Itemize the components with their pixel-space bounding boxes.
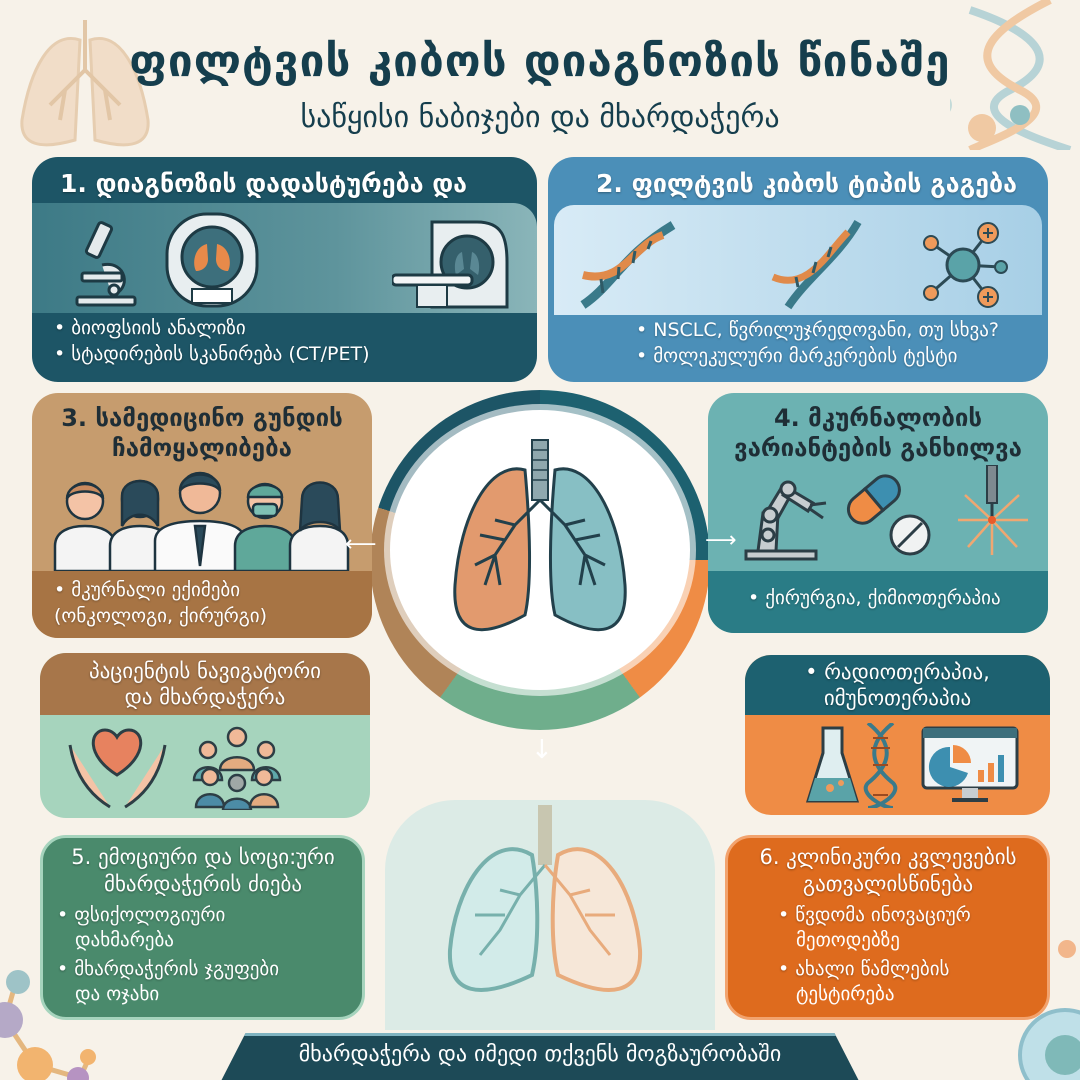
- panel-emotional-title-line1: 5. ემოციური და სოცი:ური: [71, 845, 335, 869]
- dna-decoration-icon: [950, 0, 1080, 150]
- microscope-icon: [72, 215, 142, 310]
- dna-icon: [863, 723, 898, 808]
- bullet-innovative-access: წვდომა ინოვაციურ მეთოდებზე: [778, 902, 971, 952]
- ct-scanner-icon: [392, 217, 512, 312]
- analytics-monitor-icon: [920, 725, 1020, 805]
- bullet-new-drug-testing: ახალი წამლების ტესტირება: [778, 956, 971, 1006]
- lungs-icon: [440, 435, 640, 655]
- panel-cancer-type-title: 2. ფილტვის კიბოს ტიპის გაგება: [596, 169, 1017, 198]
- panel-treatment-title-line2: ვარიანტების განხილვა: [734, 434, 1022, 462]
- arrow-left-icon: ⟵: [345, 532, 377, 557]
- arrow-right-icon: ⟶: [705, 528, 737, 553]
- panel-emotional-title: 5. ემოციური და სოცი:ური მხარდაჭერის ძიებ…: [43, 844, 362, 898]
- panel-emotional-title-line2: მხარდაჭერის ძიება: [103, 872, 302, 896]
- panel-emotional-bullets: ფსიქოლოგიური დახმარება მხარდაჭერის ჯგუფე…: [57, 902, 279, 1006]
- bullet-molecular-markers: მოლეკულური მარკერების ტესტი: [636, 343, 999, 369]
- panel-medical-team-bullet-area: მკურნალი ექიმები (ონკოლოგი, ქირურგი): [32, 571, 372, 638]
- flask-icon: [805, 723, 860, 808]
- panel-treatment-title-line1: 4. მკურნალობის: [773, 404, 983, 432]
- panel-navigator-title: პაციენტის ნავიგატორი და მხარდაჭერა: [40, 653, 370, 710]
- footer-banner: [220, 1033, 860, 1080]
- panel-diagnosis: 1. დიაგნოზის დადასტურება და ბიოფსიის ანა…: [32, 157, 537, 382]
- cell-dot: [1058, 940, 1076, 958]
- molecule-decoration-icon: [0, 960, 110, 1080]
- panel-navigator-header: პაციენტის ნავიგატორი და მხარდაჭერა: [40, 653, 370, 715]
- bullet-biopsy: ბიოფსიის ანალიზი: [54, 315, 370, 341]
- panel-navigator: პაციენტის ნავიგატორი და მხარდაჭერა: [40, 653, 370, 818]
- bullet-nsclc: NSCLC, წვრილუჯრედოვანი, თუ სხვა?: [636, 317, 999, 343]
- panel-clinical-bullets: წვდომა ინოვაციურ მეთოდებზე ახალი წამლები…: [778, 902, 971, 1006]
- panel-navigator-title-line1: პაციენტის ნავიგატორი: [88, 659, 322, 683]
- panel-treatment-title: 4. მკურნალობის ვარიანტების განხილვა: [708, 403, 1048, 463]
- panel-clinical-title: 6. კლინიკური კვლევების გათვალისწინება: [728, 844, 1047, 898]
- panel-clinical-title-line2: გათვალისწინება: [802, 872, 974, 896]
- panel-navigator-title-line2: და მხარდაჭერა: [124, 685, 286, 709]
- panel-clinical-trials: 6. კლინიკური კვლევების გათვალისწინება წვ…: [725, 835, 1050, 1020]
- panel-diagnosis-title: 1. დიაგნოზის დადასტურება და: [60, 169, 467, 198]
- bullet-immunotherapy: იმუნოთერაპია: [823, 686, 972, 710]
- panel-medical-team-title-line2: ჩამოყალიბება: [112, 434, 292, 462]
- bullet-treating-doctors: მკურნალი ექიმები (ონკოლოგი, ქირურგი): [54, 577, 324, 629]
- panel-radio-immuno-text: • რადიოთერაპია, იმუნოთერაპია: [745, 655, 1050, 711]
- capsule-icon: [846, 473, 916, 543]
- panel-emotional-support: 5. ემოციური და სოცი:ური მხარდაჭერის ძიებ…: [40, 835, 365, 1020]
- panel-clinical-title-line1: 6. კლინიკური კვლევების: [759, 845, 1017, 869]
- bullet-psychological-help: ფსიქოლოგიური დახმარება: [57, 902, 279, 952]
- panel-medical-team: 3. სამედიცინო გუნდის ჩამოყალიბება მკურნა…: [32, 393, 372, 638]
- lungs-decoration-icon: [10, 10, 160, 150]
- page-subtitle: საწყისი ნაბიჯები და მხარდაჭერა: [300, 100, 780, 135]
- panel-cancer-type-bullets: NSCLC, წვრილუჯრედოვანი, თუ სხვა? მოლეკულ…: [636, 317, 999, 369]
- panel-diagnosis-bullets: ბიოფსიის ანალიზი სტადირების სკანირება (C…: [54, 315, 370, 367]
- bullet-staging-scan: სტადირების სკანირება (CT/PET): [54, 341, 369, 367]
- bullet-support-groups: მხარდაჭერის ჯგუფები და ოჯახი: [57, 956, 279, 1006]
- dna-icon: [768, 217, 868, 312]
- cancer-cell-decoration-icon: [1010, 1000, 1080, 1080]
- footer-text: მხარდაჭერა და იმედი თქვენს მოგზაურობაში: [298, 1042, 782, 1067]
- page-title: ფილტვის კიბოს დიაგნოზის წინაშე: [129, 36, 951, 87]
- bullet-radiotherapy: • რადიოთერაპია,: [805, 660, 990, 684]
- arrow-down-icon: ↓: [531, 735, 553, 765]
- panel-radio-immuno-header: • რადიოთერაპია, იმუნოთერაპია: [745, 655, 1050, 715]
- pill-icon: [888, 513, 933, 558]
- panel-treatment-bullet-area: ქირურგია, ქიმიოთერაპია: [708, 571, 1048, 633]
- panel-cancer-type: 2. ფილტვის კიბოს ტიპის გაგება NSCLC, წვრ…: [548, 157, 1048, 382]
- panel-radio-immuno: • რადიოთერაპია, იმუნოთერაპია: [745, 655, 1050, 815]
- bullet-dot: •: [805, 660, 825, 684]
- laser-icon: [953, 465, 1033, 560]
- heart-in-hands-icon: [65, 725, 170, 810]
- dna-icon: [573, 215, 683, 315]
- bullet-surgery-chemo: ქირურგია, ქიმიოთერაპია: [748, 585, 1000, 611]
- support-group-icon: [190, 725, 285, 810]
- panel-medical-team-title: 3. სამედიცინო გუნდის ჩამოყალიბება: [32, 403, 372, 463]
- panel-medical-team-title-line1: 3. სამედიცინო გუნდის: [61, 404, 343, 432]
- doctors-group-icon: [50, 471, 350, 571]
- mri-scanner-icon: [162, 209, 262, 309]
- robotic-arm-icon: [738, 473, 833, 563]
- molecule-icon: [913, 215, 1013, 315]
- faded-lungs-icon: [420, 800, 670, 1000]
- panel-treatment: 4. მკურნალობის ვარიანტების განხილვა ქირუ…: [708, 393, 1048, 633]
